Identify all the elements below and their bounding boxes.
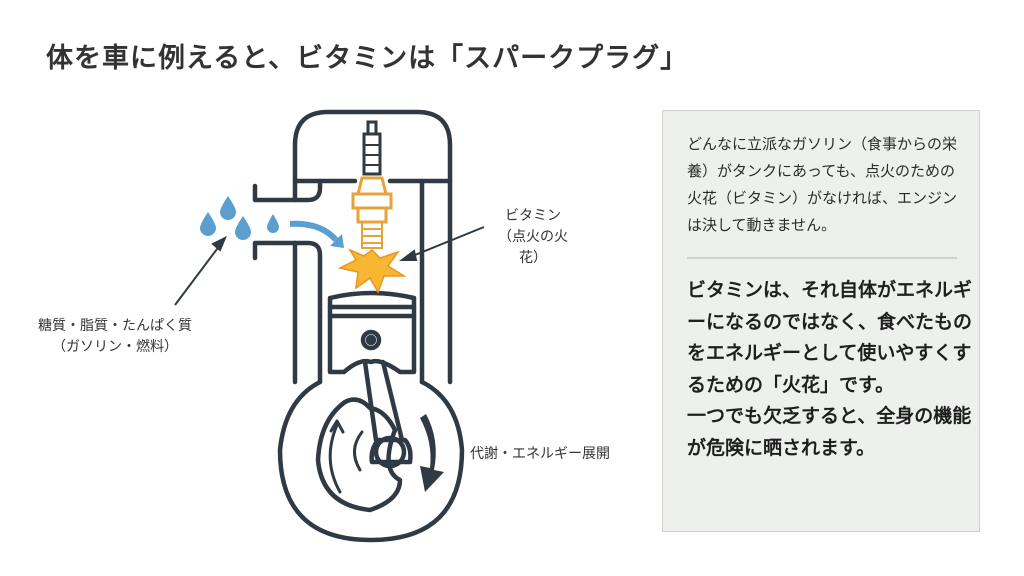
explanation-main: ビタミンは、それ自体がエネルギーになるのではなく、食べたものをエネルギーとして使… [687, 275, 972, 464]
fuel-drop-icon [220, 196, 236, 220]
main-paragraph: ビタミンは、それ自体がエネルギーになるのではなく、食べたものをエネルギーとして使… [687, 279, 973, 396]
fuel-drops [200, 196, 279, 240]
intake-port-lower [252, 240, 323, 385]
page-title: 体を車に例えると、ビタミンは「スパークプラグ」 [46, 43, 689, 74]
explanation-intro: どんなに立派なガソリン（食事からの栄養）がタンクにあっても、点火のための火花（ビ… [687, 135, 958, 234]
explanation-box: どんなに立派なガソリン（食事からの栄養）がタンクにあっても、点火のための火花（ビ… [662, 110, 980, 532]
nutrients-label-line1: 糖質・脂質・たんぱく質 [38, 318, 192, 334]
piston [327, 290, 417, 375]
spark-plug-icon [351, 120, 393, 249]
spark-icon [337, 248, 407, 294]
metabolism-label: 代謝・エネルギー展開 [470, 446, 610, 462]
piston-ring [327, 304, 417, 319]
vitamin-label-line1: ビタミン [505, 208, 561, 224]
vitamin-label-line2: （点火の火花） [498, 229, 568, 266]
nutrient-pointer [174, 244, 221, 306]
cylinder-outer [292, 109, 453, 385]
fuel-flow-arrow [289, 220, 339, 243]
crankcase [277, 379, 465, 543]
intake-port-upper [252, 178, 323, 203]
rotation-arrow-left [328, 423, 342, 494]
fuel-drop-icon [200, 212, 216, 236]
fuel-drop-icon [267, 214, 279, 233]
vitamin-label: ビタミン （点火の火花） [488, 206, 578, 269]
main-paragraph: 一つでも欠乏すると、全身の機能が危険に晒されます。 [687, 405, 972, 459]
nutrients-label: 糖質・脂質・たんぱく質 （ガソリン・燃料） [30, 316, 200, 358]
vitamin-pointer [409, 226, 485, 258]
piston-pin [360, 329, 382, 351]
connecting-rod [362, 359, 405, 443]
divider [687, 257, 957, 259]
fuel-drop-icon [235, 216, 251, 240]
nutrients-label-line2: （ガソリン・燃料） [52, 339, 178, 355]
rotation-arrow-right-icon [420, 414, 444, 492]
